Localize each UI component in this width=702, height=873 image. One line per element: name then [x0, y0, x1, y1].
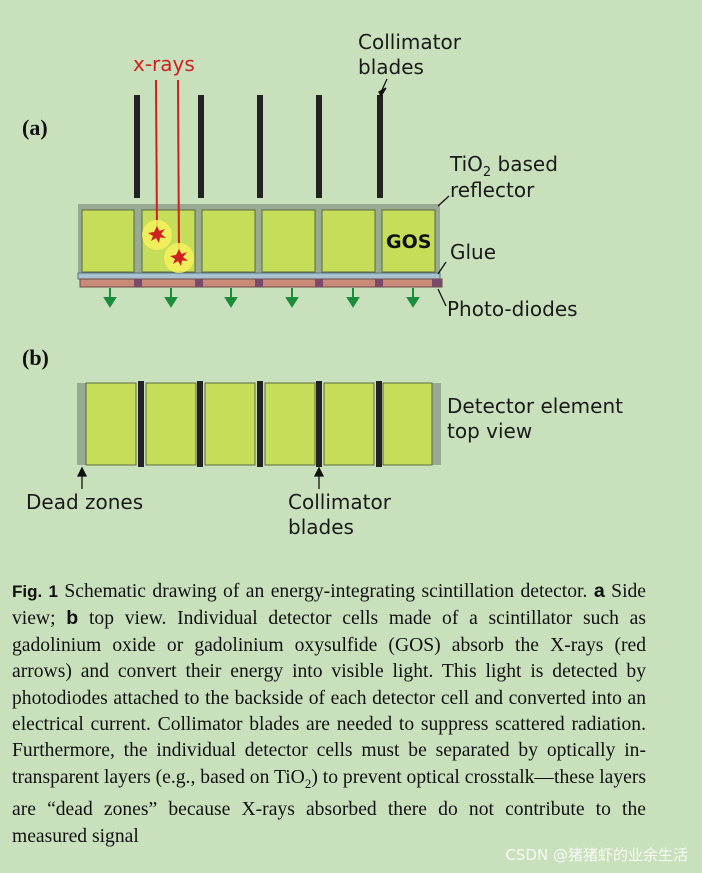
photodiode-gap [315, 279, 323, 287]
photodiode-gap [375, 279, 383, 287]
caption-part1: Schematic drawing of an energy-integrati… [57, 581, 594, 602]
light-output-arrows [103, 288, 420, 308]
figure-caption: Fig. 1 Schematic drawing of an energy-in… [12, 578, 646, 850]
tio2-label-pre: TiO [450, 152, 483, 176]
gos-cell [381, 209, 436, 273]
tio2-label-line2: reflector [450, 178, 535, 202]
absorption-star [170, 249, 188, 266]
collimator-blade [198, 95, 204, 198]
tio2-label-sub: 2 [482, 165, 492, 180]
dead-zone-left [77, 383, 86, 465]
gos-cell-top [85, 382, 137, 466]
tio2-label-line1: TiO2 based [450, 152, 558, 185]
collimator-blade [134, 95, 140, 198]
collimator-blade-top [197, 381, 203, 467]
xrays-label: x-rays [133, 52, 195, 76]
glue-label: Glue [450, 240, 497, 264]
leader-arrowhead [378, 87, 387, 98]
collimator-label-a-line1: Collimator [358, 30, 461, 54]
gos-cells-top [85, 382, 433, 466]
tio2-label-post: based [491, 152, 558, 176]
collimator-label-b-line1: Collimator [288, 490, 391, 514]
gos-cell [321, 209, 376, 273]
gos-cell-top [145, 382, 197, 466]
leader-arrowhead [313, 466, 325, 477]
collimator-blade-top [316, 381, 322, 467]
watermark: CSDN @猪猪虾的业余生活 [505, 846, 688, 864]
absorption-star [148, 226, 166, 243]
tio2-reflector [78, 204, 440, 276]
arrow-head [285, 297, 299, 308]
caption-part2: Side view; [12, 581, 647, 630]
caption-part4: ) to prevent optical crosstalk—these lay… [12, 766, 646, 847]
gos-cell-top [264, 382, 316, 466]
photodiodes-label: Photo-diodes [447, 297, 578, 321]
collimator-blade [257, 95, 263, 198]
collimator-label-a-line2: blades [358, 55, 424, 79]
leader-lines-b [76, 466, 325, 489]
collimator-blade-top [257, 381, 263, 467]
gos-cell [261, 209, 316, 273]
arrow-head [103, 297, 117, 308]
collimator-blade [377, 95, 383, 198]
caption-fig-tag: Fig. 1 [12, 582, 58, 601]
panel-a-label: (a) [22, 115, 48, 140]
leader-lines-a [378, 78, 450, 307]
detector-element-label-line2: top view [447, 419, 533, 443]
xray-beam [155, 79, 158, 233]
detector-element-label-line1: Detector element [447, 394, 623, 418]
xray-beam [177, 79, 180, 259]
collimator-label-b-line2: blades [288, 515, 354, 539]
photodiode-gap [195, 279, 203, 287]
gos-cell-top [382, 382, 433, 466]
collimator-blades-side [134, 95, 383, 198]
photodiode-gap [134, 279, 142, 287]
panel-b-label: (b) [22, 345, 49, 370]
photodiode-gap [432, 279, 442, 287]
caption-a: a [593, 580, 605, 602]
gos-cell-top [323, 382, 375, 466]
collimator-blade-top [138, 381, 144, 467]
gos-cell [81, 209, 135, 273]
gos-cell [201, 209, 256, 273]
gos-cell-top [204, 382, 256, 466]
arrow-head [224, 297, 238, 308]
collimator-blades-top [138, 381, 382, 467]
gos-cells-side [81, 209, 436, 273]
arrow-head [346, 297, 360, 308]
arrow-head [406, 297, 420, 308]
gos-label: GOS [386, 231, 432, 253]
dead-zone-right [432, 383, 441, 465]
xray-beams [142, 79, 194, 273]
caption-b: b [66, 607, 79, 630]
dead-zones-label: Dead zones [26, 490, 144, 514]
glue-layer [77, 272, 441, 280]
collimator-blade-top [376, 381, 382, 467]
caption-part3: top view. Individual detector cells made… [12, 608, 646, 788]
leader-arrowhead [76, 466, 88, 477]
photodiode-gaps [134, 279, 442, 287]
collimator-blade [316, 95, 322, 198]
photodiode-gap [255, 279, 263, 287]
arrow-head [164, 297, 178, 308]
caption-sub2: 2 [304, 775, 312, 791]
